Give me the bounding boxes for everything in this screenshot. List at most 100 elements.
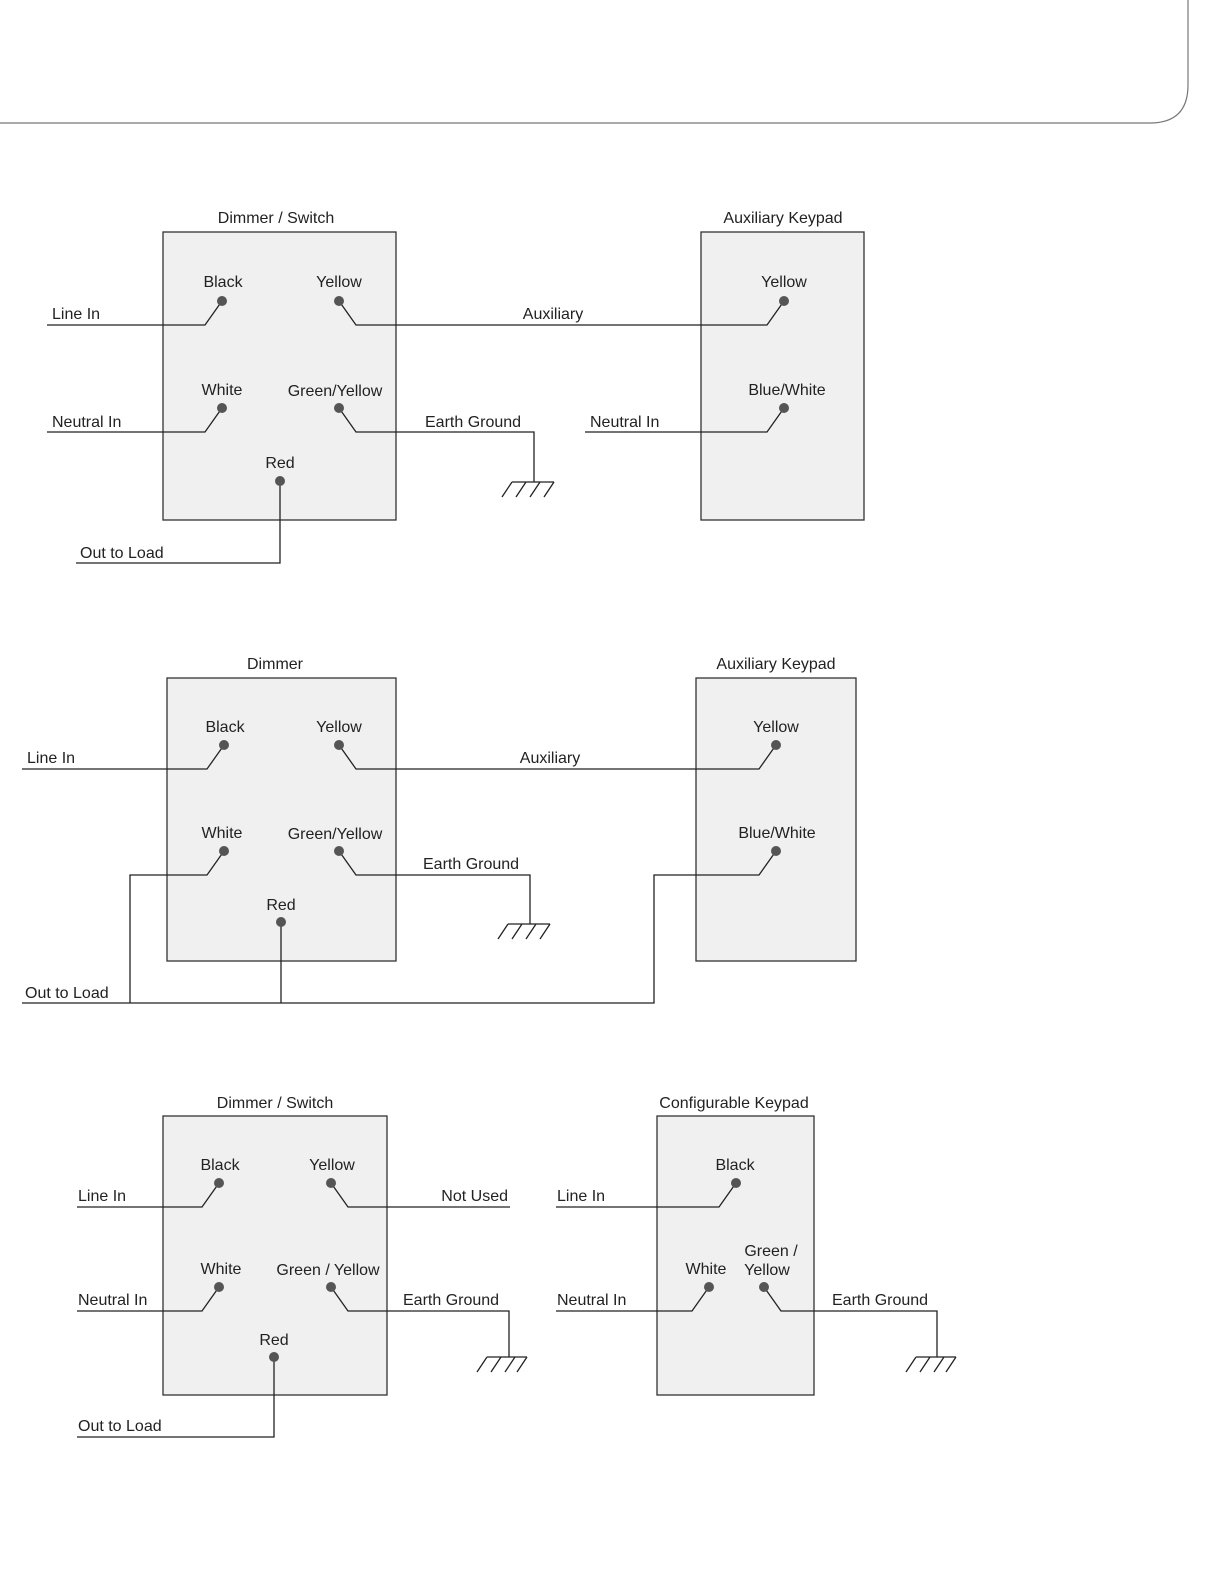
red-terminal-label: Red [266, 897, 295, 914]
dimmer-switch-box [162, 1115, 388, 1396]
neutral-in-label: Neutral In [52, 414, 121, 431]
line-in-wire [47, 300, 223, 326]
earth-ground-label: Earth Ground [403, 1292, 499, 1309]
white-terminal [214, 1282, 224, 1292]
keypad-line-in-wire [556, 1182, 737, 1208]
configurable-keypad-box [656, 1115, 815, 1396]
dimmer-switch-title: Dimmer / Switch [218, 210, 334, 227]
yellow-terminal [334, 296, 344, 306]
black-terminal [214, 1178, 224, 1188]
keypad-yellow-terminal [779, 296, 789, 306]
keypad-blue-white-terminal [779, 403, 789, 413]
white-terminal-label: White [202, 825, 243, 842]
header-panel-border [0, 0, 1189, 124]
auxiliary-wire [338, 300, 785, 326]
auxiliary-wire [338, 744, 777, 770]
keypad-yellow-terminal-label: Yellow [761, 274, 807, 291]
ground-symbol [497, 923, 551, 940]
not-used-wire [330, 1182, 510, 1208]
dimmer-box [166, 677, 397, 962]
keypad-blue-white-terminal-label: Blue/White [738, 825, 815, 842]
earth-ground-wire [330, 1286, 510, 1357]
out-to-load-wire [77, 1357, 275, 1438]
yellow-terminal-label: Yellow [316, 719, 362, 736]
keypad-neutral-in-wire [585, 407, 785, 433]
black-terminal-label: Black [200, 1157, 240, 1174]
red-terminal [269, 1352, 279, 1362]
white-terminal-label: White [201, 1261, 242, 1278]
line-in-wire [22, 744, 225, 770]
keypad-neutral-in-label: Neutral In [590, 414, 659, 431]
auxiliary-keypad-box [695, 677, 857, 962]
neutral-in-label: Neutral In [78, 1292, 147, 1309]
keypad-white-terminal-label: White [686, 1261, 727, 1278]
dimmer-title: Dimmer [247, 656, 304, 673]
keypad-ground-symbol [905, 1356, 957, 1373]
auxiliary-wire-label: Auxiliary [523, 306, 583, 323]
auxiliary-keypad-title: Auxiliary Keypad [723, 210, 842, 227]
diagram-2: Dimmer Auxiliary Keypad Black Yellow Whi… [22, 656, 857, 1004]
white-terminal-label: White [202, 382, 243, 399]
dimmer-switch-title: Dimmer / Switch [217, 1095, 333, 1112]
yellow-terminal [326, 1178, 336, 1188]
green-yellow-terminal [326, 1282, 336, 1292]
black-terminal [219, 740, 229, 750]
keypad-white-terminal [704, 1282, 714, 1292]
black-terminal-label: Black [205, 719, 245, 736]
keypad-neutral-in-label: Neutral In [557, 1292, 626, 1309]
diagram-1: Dimmer / Switch Auxiliary Keypad Black Y… [47, 210, 865, 564]
diagram-3: Dimmer / Switch Configurable Keypad Blac… [77, 1095, 957, 1438]
green-yellow-terminal-label: Green/Yellow [288, 383, 383, 400]
red-terminal [276, 917, 286, 927]
yellow-terminal-label: Yellow [316, 274, 362, 291]
keypad-blue-white-terminal [771, 846, 781, 856]
keypad-green-yellow-label-line1: Green / [744, 1243, 798, 1260]
white-terminal [219, 846, 229, 856]
out-to-load-label: Out to Load [78, 1418, 162, 1435]
ground-symbol [476, 1356, 528, 1373]
not-used-label: Not Used [441, 1188, 508, 1205]
yellow-terminal [334, 740, 344, 750]
keypad-neutral-in-wire [556, 1286, 710, 1312]
out-to-load-wire [22, 850, 777, 1004]
black-terminal-label: Black [203, 274, 243, 291]
earth-ground-wire [338, 850, 531, 924]
line-in-label: Line In [52, 306, 100, 323]
configurable-keypad-title: Configurable Keypad [659, 1095, 808, 1112]
keypad-black-terminal [731, 1178, 741, 1188]
auxiliary-keypad-title: Auxiliary Keypad [716, 656, 835, 673]
green-yellow-terminal-label: Green / Yellow [276, 1262, 380, 1279]
keypad-yellow-terminal [771, 740, 781, 750]
auxiliary-wire-label: Auxiliary [520, 750, 580, 767]
out-to-load-wire [76, 481, 281, 564]
keypad-earth-ground-wire [763, 1286, 938, 1357]
keypad-green-yellow-label-line2: Yellow [744, 1262, 790, 1279]
earth-ground-label: Earth Ground [423, 856, 519, 873]
keypad-blue-white-terminal-label: Blue/White [748, 382, 825, 399]
green-yellow-terminal [334, 846, 344, 856]
ground-symbol [501, 481, 555, 498]
out-to-load-label: Out to Load [80, 545, 164, 562]
black-terminal [217, 296, 227, 306]
keypad-earth-ground-label: Earth Ground [832, 1292, 928, 1309]
line-in-label: Line In [27, 750, 75, 767]
neutral-in-wire [47, 407, 223, 433]
dimmer-switch-box [162, 231, 397, 521]
keypad-line-in-label: Line In [557, 1188, 605, 1205]
earth-ground-wire [338, 407, 535, 482]
green-yellow-terminal-label: Green/Yellow [288, 826, 383, 843]
neutral-in-wire [77, 1286, 220, 1312]
out-to-load-label: Out to Load [25, 985, 109, 1002]
white-to-load-wire [129, 850, 225, 1003]
auxiliary-keypad-box [700, 231, 865, 521]
keypad-green-yellow-terminal [759, 1282, 769, 1292]
earth-ground-label: Earth Ground [425, 414, 521, 431]
keypad-yellow-terminal-label: Yellow [753, 719, 799, 736]
yellow-terminal-label: Yellow [309, 1157, 355, 1174]
red-terminal-label: Red [265, 455, 294, 472]
line-in-wire [77, 1182, 220, 1208]
red-terminal [275, 476, 285, 486]
red-terminal-label: Red [259, 1332, 288, 1349]
keypad-black-terminal-label: Black [715, 1157, 755, 1174]
